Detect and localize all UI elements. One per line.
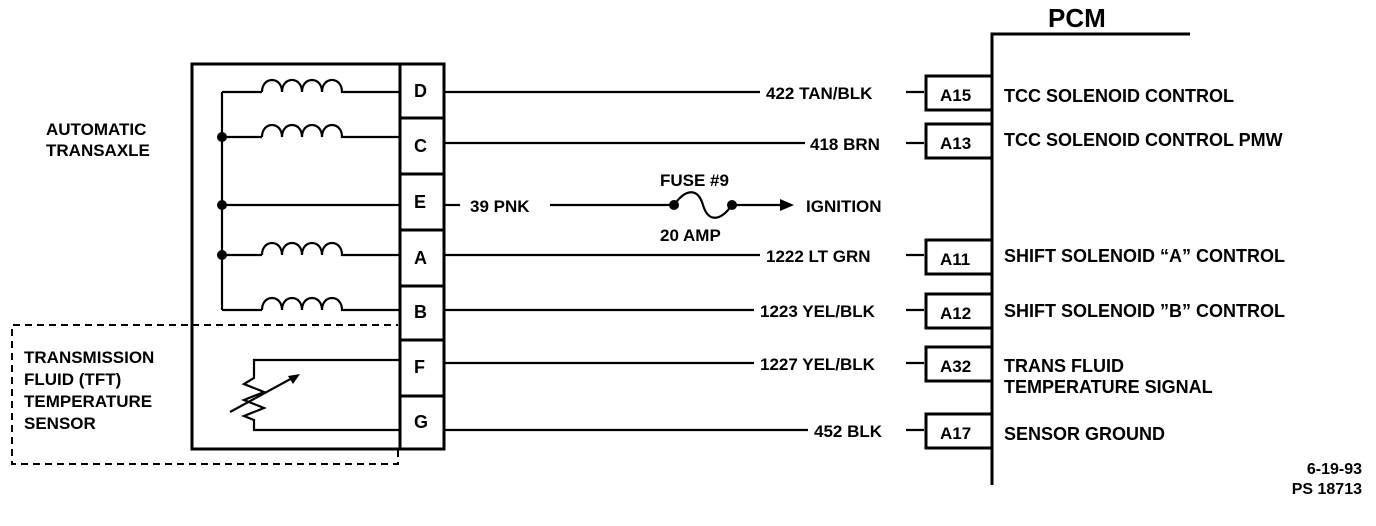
harness-wires xyxy=(444,90,924,432)
function-a13: TCC SOLENOID CONTROL PMW xyxy=(1004,130,1283,150)
fuse-icon xyxy=(669,191,737,219)
footer-ref: PS 18713 xyxy=(1292,481,1362,498)
tft-sensor-boundary xyxy=(11,324,399,465)
solenoid-coil-d xyxy=(260,78,400,94)
solenoid-coil-a xyxy=(260,241,400,257)
wire-label-g: 452 BLK xyxy=(814,422,883,441)
wire-label-b: 1223 YEL/BLK xyxy=(760,302,876,321)
pin-b: B xyxy=(414,302,427,322)
wire-label-c: 418 BRN xyxy=(810,135,880,154)
connector-pins xyxy=(398,62,446,451)
function-a32-line2: TEMPERATURE SIGNAL xyxy=(1004,377,1213,397)
fuse-rating: 20 AMP xyxy=(660,226,721,245)
wire-label-e: 39 PNK xyxy=(470,197,530,216)
terminal-a11: A11 xyxy=(940,250,970,269)
pin-e: E xyxy=(414,192,426,212)
pin-f: F xyxy=(414,357,425,377)
tft-label-line1: TRANSMISSION xyxy=(24,348,154,367)
terminal-a12: A12 xyxy=(940,304,971,323)
function-a11: SHIFT SOLENOID “A” CONTROL xyxy=(1004,246,1285,266)
wire-label-a: 1222 LT GRN xyxy=(766,247,871,266)
transaxle-label-line2: TRANSAXLE xyxy=(46,141,150,160)
transaxle-label-line1: AUTOMATIC xyxy=(46,120,146,139)
terminal-a17: A17 xyxy=(940,424,971,443)
fuse-name: FUSE #9 xyxy=(660,171,729,190)
wire-label-f: 1227 YEL/BLK xyxy=(760,355,876,374)
tft-label-line2: FLUID (TFT) xyxy=(24,370,121,389)
function-a15: TCC SOLENOID CONTROL xyxy=(1004,86,1234,106)
pcm-title: PCM xyxy=(1048,3,1106,33)
pin-g: G xyxy=(414,412,428,432)
wire-label-d: 422 TAN/BLK xyxy=(766,84,873,103)
terminal-a32: A32 xyxy=(940,357,971,376)
tft-label-line4: SENSOR xyxy=(24,414,96,433)
function-a32-line1: TRANS FLUID xyxy=(1004,356,1124,376)
function-a12: SHIFT SOLENOID ”B” CONTROL xyxy=(1004,301,1285,321)
footer-date: 6-19-93 xyxy=(1307,461,1362,478)
terminal-a15: A15 xyxy=(940,86,971,105)
pin-c: C xyxy=(414,136,427,156)
terminal-a13: A13 xyxy=(940,134,971,153)
ignition-label: IGNITION xyxy=(806,197,882,216)
solenoid-bus xyxy=(217,90,400,312)
pin-a: A xyxy=(414,248,427,268)
solenoid-coil-b xyxy=(260,296,400,312)
thermistor-icon xyxy=(229,358,400,432)
pin-d: D xyxy=(414,81,427,101)
pcm-box-edge xyxy=(990,32,1190,485)
tft-label-line3: TEMPERATURE xyxy=(24,392,152,411)
solenoid-coil-c xyxy=(260,123,400,139)
pcm-terminal-boxes xyxy=(924,74,994,450)
function-a17: SENSOR GROUND xyxy=(1004,424,1165,444)
